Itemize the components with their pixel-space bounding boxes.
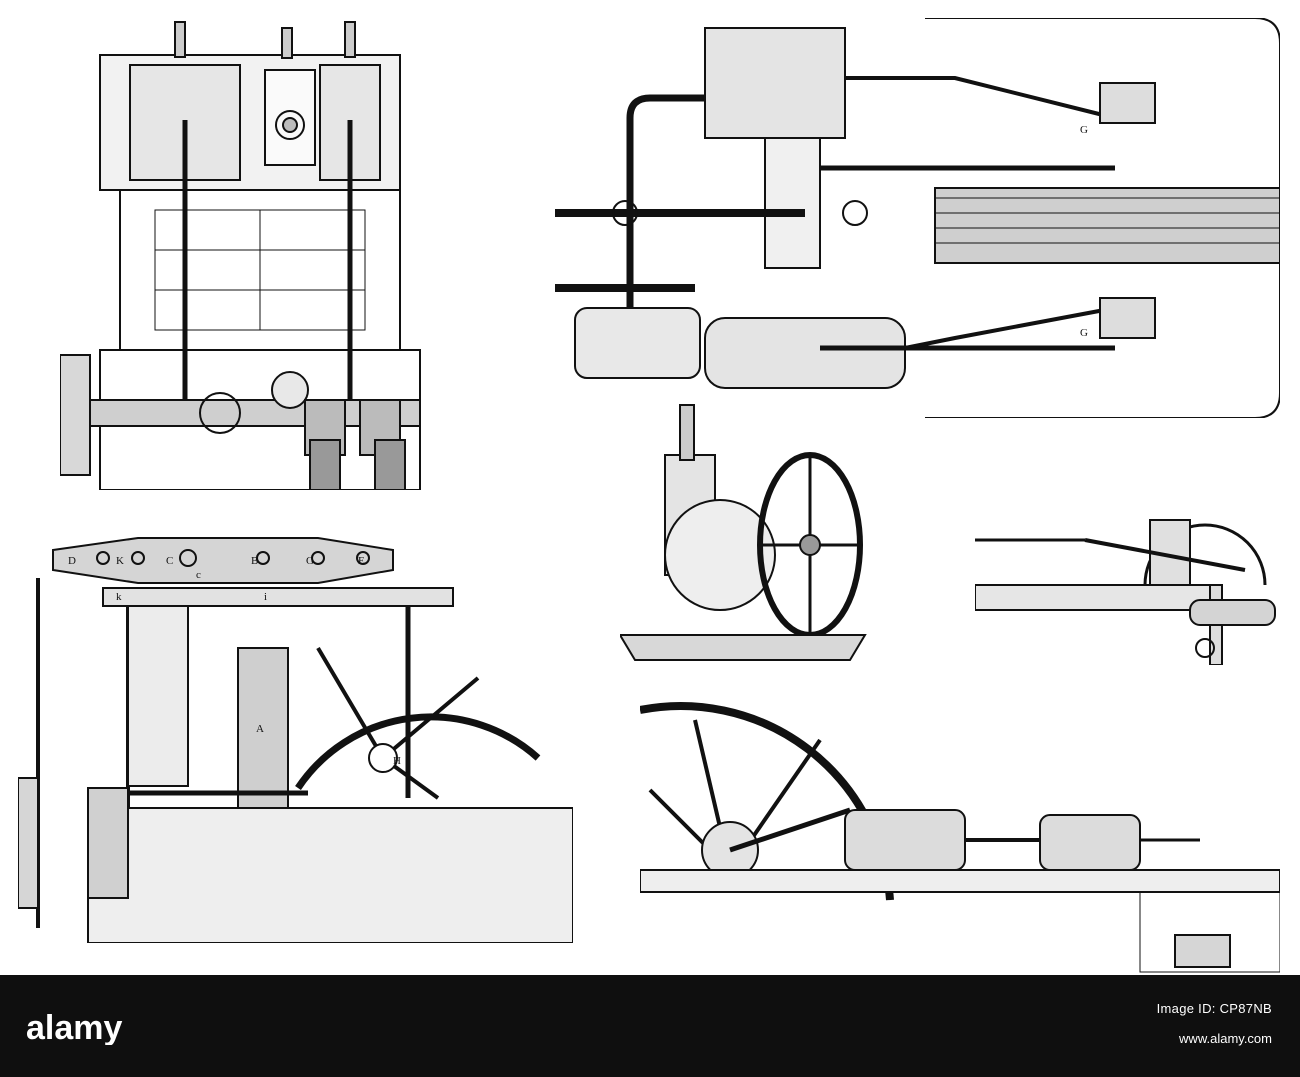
horizontal-twin-engine-plan-figure: G G bbox=[555, 18, 1280, 418]
svg-text:i: i bbox=[264, 591, 267, 603]
small-oscillating-engine-figure bbox=[620, 395, 875, 665]
svg-text:K: K bbox=[116, 555, 124, 567]
svg-text:G: G bbox=[306, 555, 314, 567]
image-id: Image ID: CP87NB bbox=[1156, 1001, 1272, 1016]
svg-text:G: G bbox=[1080, 124, 1088, 136]
svg-text:E: E bbox=[358, 555, 365, 567]
svg-text:B: B bbox=[251, 555, 258, 567]
engraving-plate: G G D K C c bbox=[18, 10, 1280, 975]
horizontal-tandem-engine-figure bbox=[640, 670, 1280, 975]
svg-text:H: H bbox=[393, 755, 401, 767]
vertical-compound-engine-figure bbox=[60, 10, 440, 490]
beam-engine-figure: D K C c B G E k i A H bbox=[18, 528, 573, 943]
svg-text:C: C bbox=[166, 555, 173, 567]
stock-footer-bar: alamy Image ID: CP87NB www.alamy.com bbox=[0, 975, 1300, 1077]
stock-url-link[interactable]: www.alamy.com bbox=[1179, 1031, 1272, 1046]
svg-text:A: A bbox=[256, 723, 264, 735]
alamy-logo-text: alamy bbox=[26, 1011, 122, 1045]
alamy-logo-icon: alamy bbox=[26, 1011, 122, 1045]
svg-text:G: G bbox=[1080, 327, 1088, 339]
svg-text:D: D bbox=[68, 555, 76, 567]
svg-text:k: k bbox=[116, 591, 122, 603]
svg-text:c: c bbox=[196, 569, 201, 581]
valve-gear-detail-figure bbox=[975, 500, 1280, 665]
